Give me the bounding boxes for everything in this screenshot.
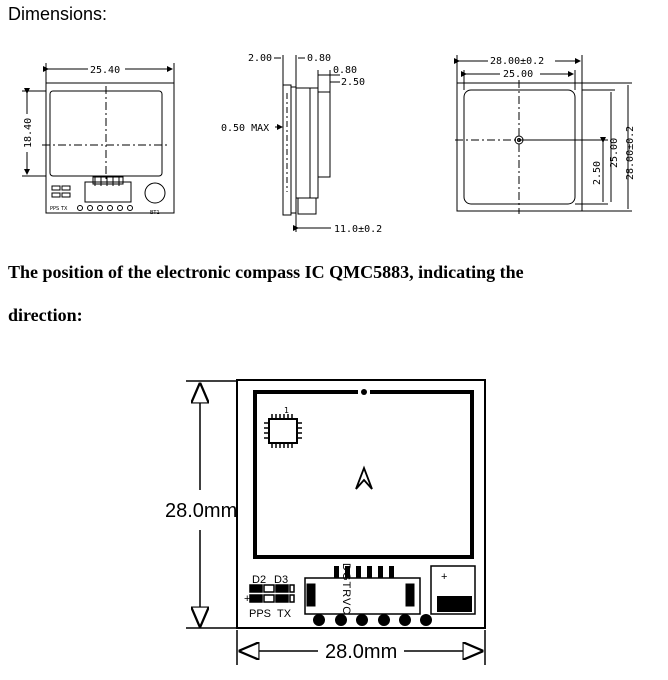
ic-pin1-label: 1 bbox=[284, 406, 289, 415]
compass-description-line2: direction: bbox=[8, 305, 83, 325]
antenna-dim-r3: 28.00±0.2 bbox=[625, 126, 636, 180]
board-height-label: 28.0mm bbox=[165, 500, 237, 522]
board-width-label: 28.0mm bbox=[325, 641, 397, 663]
led-plus-label: + bbox=[244, 593, 250, 605]
side-dim-bottom: 11.0±0.2 bbox=[334, 224, 382, 235]
battery-pad bbox=[430, 565, 476, 615]
connector-body bbox=[304, 577, 421, 615]
side-dim-left: 0.50 MAX bbox=[221, 123, 269, 134]
connector-pin-labels: DGTRVC bbox=[340, 563, 352, 615]
led-d3-label: D3 bbox=[274, 574, 288, 586]
tx-label: TX bbox=[277, 608, 292, 620]
pps-label: PPS bbox=[249, 608, 271, 620]
antenna-dim-r1: 2.50 bbox=[592, 161, 603, 185]
side-dim-top2: 0.80 bbox=[307, 53, 331, 64]
compass-ic bbox=[268, 418, 298, 444]
antenna-inner-width: 25.00 bbox=[503, 69, 533, 80]
led-d2-label: D2 bbox=[252, 574, 266, 586]
front-pps-label: PPS bbox=[50, 206, 59, 212]
direction-arrow-icon bbox=[355, 465, 373, 490]
antenna-view-drawing bbox=[454, 55, 632, 214]
front-bt-label: BT1 bbox=[150, 210, 160, 216]
antenna-frame bbox=[253, 390, 474, 559]
battery-plus-label: + bbox=[441, 571, 447, 583]
front-width-label: 25.40 bbox=[90, 65, 120, 76]
front-height-label: 18.40 bbox=[23, 118, 34, 148]
battery-outline bbox=[144, 182, 166, 204]
side-view-drawing bbox=[274, 55, 340, 232]
compass-board-drawing bbox=[186, 379, 486, 665]
antenna-outer-width: 28.00±0.2 bbox=[490, 56, 544, 67]
side-dim-right2: 2.50 bbox=[341, 77, 365, 88]
board-outline bbox=[236, 379, 486, 629]
compass-description-line1: The position of the electronic compass I… bbox=[8, 262, 524, 282]
front-view-drawing bbox=[22, 63, 175, 214]
side-dim-right1: 0.80 bbox=[333, 65, 357, 76]
front-board-outline bbox=[45, 82, 175, 214]
antenna-dim-r2: 25.00 bbox=[609, 138, 620, 168]
side-dim-top1: 2.00 bbox=[248, 53, 272, 64]
front-tx-label: TX bbox=[60, 206, 68, 212]
dimensions-heading: Dimensions: bbox=[8, 4, 108, 24]
